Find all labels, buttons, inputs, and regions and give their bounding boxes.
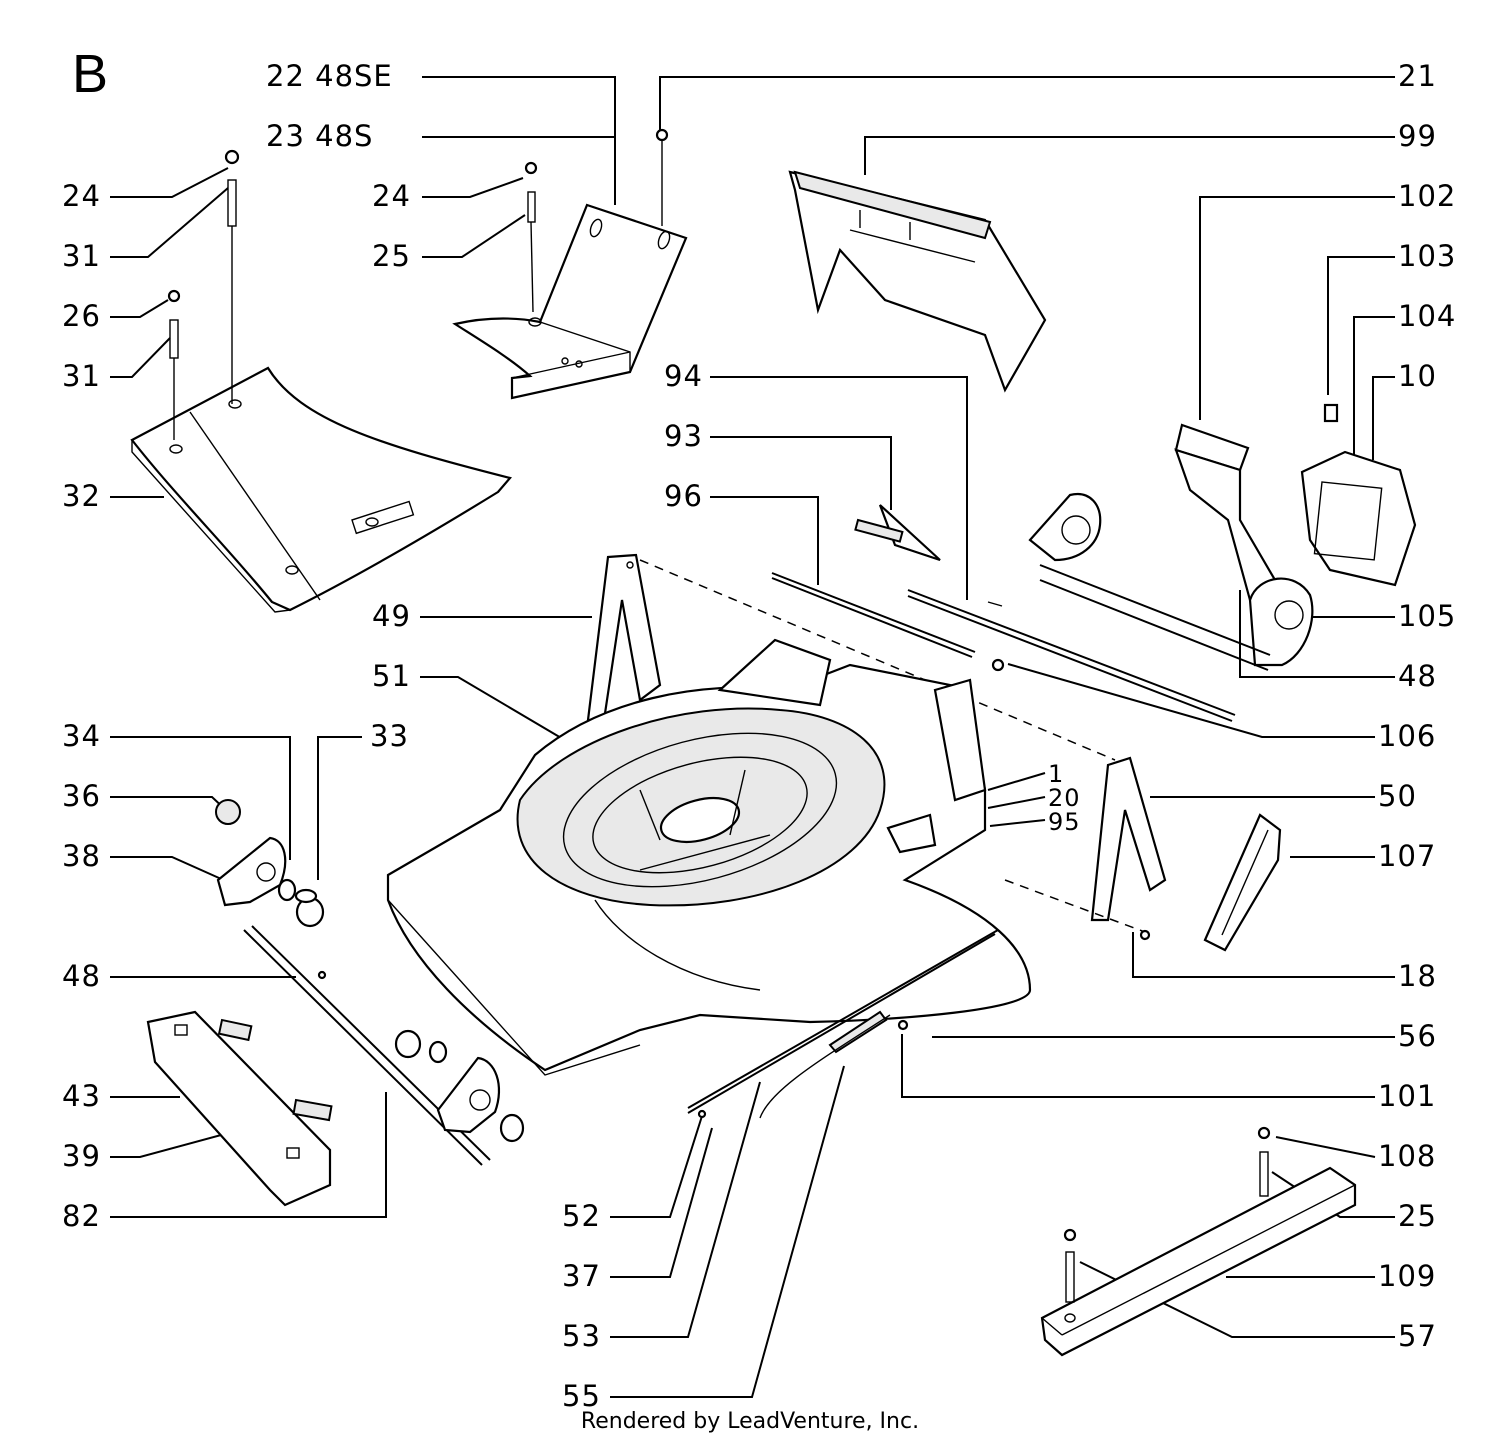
callout-57: 57	[1398, 1319, 1437, 1353]
callout-31: 31	[62, 359, 101, 393]
callout-31: 31	[62, 239, 101, 273]
parts-102-105-height-adjuster	[1028, 403, 1339, 671]
callout-22: 22 48SE	[266, 59, 393, 93]
part-99-rear-flap	[788, 170, 1047, 393]
callout-18: 18	[1398, 959, 1437, 993]
callout-51: 51	[372, 659, 411, 693]
callout-101: 101	[1378, 1079, 1437, 1113]
callout-52: 52	[562, 1199, 601, 1233]
parts-39-43-handle-bar	[146, 1010, 333, 1207]
callout-48: 48	[1398, 659, 1437, 693]
callout-26: 26	[62, 299, 101, 333]
callout-107: 107	[1378, 839, 1437, 873]
part-51-mower-deck	[386, 638, 1032, 1076]
callout-24: 24	[372, 179, 411, 213]
parts-57-108-109-handle-grip	[1040, 1126, 1357, 1357]
callout-55: 55	[562, 1379, 601, 1413]
callout-43: 43	[62, 1079, 101, 1113]
callout-94: 94	[664, 359, 703, 393]
callout-105: 105	[1398, 599, 1457, 633]
callout-37: 37	[562, 1259, 601, 1293]
callout-20: 20	[1048, 784, 1081, 812]
callout-103: 103	[1398, 239, 1457, 273]
callout-50: 50	[1378, 779, 1417, 813]
callout-106: 106	[1378, 719, 1437, 753]
part-32-deflector-plate	[130, 366, 512, 613]
parts-93-94-96-rods	[771, 504, 1236, 722]
callout-53: 53	[562, 1319, 601, 1353]
callout-24: 24	[62, 179, 101, 213]
callout-56: 56	[1398, 1019, 1437, 1053]
callout-109: 109	[1378, 1259, 1437, 1293]
part-22-23-mulch-plate	[452, 203, 688, 400]
axis-line-top	[639, 559, 1116, 761]
callout-10: 10	[1398, 359, 1437, 393]
part-49-wheel-arm-left	[586, 553, 662, 722]
callout-93: 93	[664, 419, 703, 453]
callout-21: 21	[1398, 59, 1437, 93]
callout-34: 34	[62, 719, 101, 753]
callout-1: 1	[1048, 760, 1065, 788]
callout-95: 95	[1048, 808, 1081, 836]
callout-99: 99	[1398, 119, 1437, 153]
callout-102: 102	[1398, 179, 1457, 213]
section-letter: B	[72, 44, 109, 104]
part-104-bracket	[1300, 450, 1417, 587]
callout-48: 48	[62, 959, 101, 993]
part-107-side-trim	[1203, 813, 1282, 952]
callout-32: 32	[62, 479, 101, 513]
callout-104: 104	[1398, 299, 1457, 333]
callout-23: 23 48S	[266, 119, 374, 153]
parts-48-lower-left-bracket	[317, 970, 525, 1143]
parts-21-24-25-hardware-top	[524, 128, 669, 313]
callout-36: 36	[62, 779, 101, 813]
axis-line-bottom	[1004, 879, 1146, 933]
parts-24-26-31-hardware-left	[167, 149, 242, 440]
part-50-wheel-arm-right	[1090, 756, 1167, 922]
callout-33: 33	[370, 719, 409, 753]
callout-49: 49	[372, 599, 411, 633]
callout-38: 38	[62, 839, 101, 873]
footer-credit: Rendered by LeadVenture, Inc.	[580, 1409, 920, 1434]
parts-52-55-56-101-cable-spring	[687, 929, 1151, 1119]
callout-25: 25	[1398, 1199, 1437, 1233]
callout-96: 96	[664, 479, 703, 513]
callout-108: 108	[1378, 1139, 1437, 1173]
callout-25: 25	[372, 239, 411, 273]
callout-82: 82	[62, 1199, 101, 1233]
callout-39: 39	[62, 1139, 101, 1173]
parts-33-36-38-left-adjuster	[215, 799, 325, 928]
